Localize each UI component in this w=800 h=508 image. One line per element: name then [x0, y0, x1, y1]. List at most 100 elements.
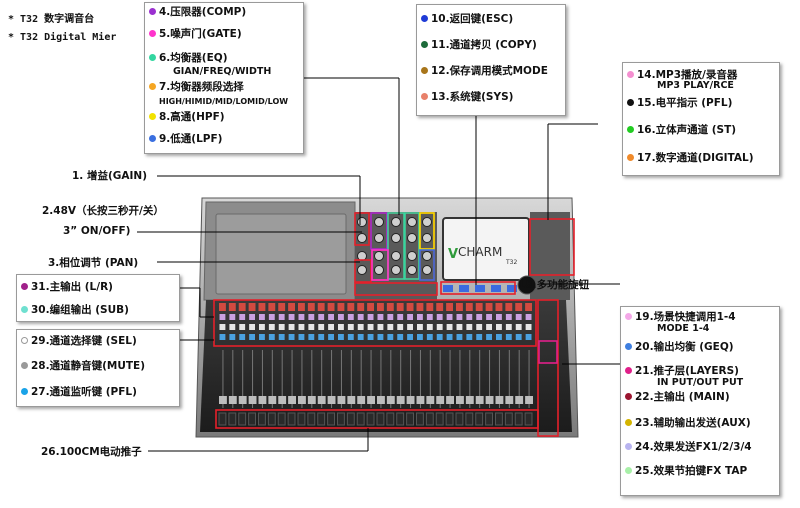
motor-fader — [337, 412, 345, 426]
main-lr-dot — [21, 283, 28, 290]
scene-dot — [625, 313, 632, 320]
control-knob — [407, 233, 417, 243]
channel-key — [377, 324, 384, 330]
callout-gain: 1. 增益(GAIN) — [72, 170, 147, 182]
callout-layers: 21.推子层(LAYERS) — [625, 365, 739, 377]
channel-key — [466, 314, 473, 320]
motor-fader — [406, 412, 414, 426]
main-dot — [625, 393, 632, 400]
channel-key — [298, 324, 305, 330]
channel-key — [278, 324, 285, 330]
motor-fader — [267, 412, 276, 426]
control-knob — [357, 233, 367, 243]
motor-fader — [376, 412, 385, 426]
control-knob — [391, 217, 401, 227]
sel-dot — [21, 337, 28, 344]
gate-dot — [149, 30, 156, 37]
channel-key — [387, 324, 394, 330]
channel-key — [219, 314, 226, 320]
motor-fader — [228, 412, 237, 426]
channel-key — [318, 334, 325, 340]
callout-eq-band-list: HIGH/HIMID/MID/LOMID/LOW — [159, 97, 289, 106]
callout-box-right-bottom: 19.场景快捷调用1-4 MODE 1-4 20.输出均衡 (GEQ) 21.推… — [620, 306, 780, 496]
multi-function-knob — [517, 275, 537, 295]
callout-mp3-en: MP3 PLAY/RCE — [657, 80, 734, 91]
channel-key — [426, 314, 433, 320]
console-left-blank-panel — [215, 213, 347, 295]
fader-cap — [505, 396, 514, 404]
motor-fader — [495, 412, 503, 426]
callout-gate: 5.噪声门(GATE) — [149, 28, 242, 40]
channel-key — [446, 314, 453, 320]
motor-fader — [455, 412, 464, 426]
channel-key — [456, 334, 463, 340]
channel-key — [347, 324, 354, 330]
lpf-dot — [149, 135, 156, 142]
channel-key — [308, 324, 315, 330]
motor-fader — [356, 412, 365, 426]
channel-key — [377, 334, 384, 340]
channel-key — [239, 324, 246, 330]
callout-stereo: 16.立体声通道 (ST) — [627, 124, 736, 136]
control-knob — [374, 233, 384, 243]
channel-key — [308, 314, 315, 320]
channel-meter — [436, 303, 444, 311]
sub-dot — [21, 306, 28, 313]
channel-meter — [495, 303, 503, 311]
control-knob — [407, 251, 417, 261]
control-knob — [357, 251, 367, 261]
channel-key — [426, 324, 433, 330]
channel-key — [288, 334, 295, 340]
channel-key — [486, 324, 492, 330]
callout-box-system-keys: 10.返回键(ESC) 11.通道拷贝 (COPY) 12.保存调用模式MODE… — [416, 4, 566, 116]
channel-key — [476, 324, 483, 330]
channel-key — [466, 334, 473, 340]
channel-meter — [307, 303, 315, 311]
motor-fader — [238, 412, 247, 426]
channel-key — [505, 314, 512, 320]
fader-cap — [515, 396, 524, 404]
channel-key — [357, 324, 364, 330]
function-key — [475, 285, 485, 292]
channel-key — [229, 334, 236, 340]
channel-key — [219, 324, 226, 330]
channel-key — [308, 334, 315, 340]
fader-cap — [485, 396, 494, 404]
pfl-meter-dot — [627, 99, 634, 106]
fader-cap — [327, 396, 336, 404]
motor-fader — [435, 412, 444, 426]
fader-cap — [426, 396, 435, 404]
channel-key — [229, 324, 236, 330]
channel-meter — [515, 303, 523, 311]
control-knob — [422, 251, 432, 261]
motor-fader — [317, 412, 326, 426]
callout-scene-en: MODE 1-4 — [657, 323, 710, 334]
channel-key — [515, 334, 522, 340]
channel-key — [407, 334, 413, 340]
channel-key — [278, 334, 285, 340]
channel-key — [239, 334, 246, 340]
fader-cap — [396, 396, 405, 404]
callout-box-dynamics-eq: 4.压限器(COMP) 5.噪声门(GATE) 6.均衡器(EQ) GIAN/F… — [144, 2, 304, 154]
fader-cap — [347, 396, 356, 404]
motor-fader — [524, 412, 533, 426]
channel-key — [249, 334, 255, 340]
channel-meter — [248, 303, 256, 311]
motor-fader — [297, 412, 306, 426]
channel-key — [357, 334, 364, 340]
motor-fader — [248, 412, 256, 426]
callout-mp3: 14.MP3播放/录音器 — [627, 69, 737, 81]
control-knob — [374, 265, 384, 275]
channel-key — [328, 334, 334, 340]
comp-dot — [149, 8, 156, 15]
fader-cap — [436, 396, 445, 404]
fader-cap — [307, 396, 316, 404]
callout-48v-cont: 3” ON/OFF) — [63, 225, 131, 237]
control-knob — [422, 265, 432, 275]
fx-tap-dot — [625, 467, 632, 474]
function-key — [459, 285, 469, 292]
motor-fader — [346, 412, 355, 426]
channel-meter — [426, 303, 434, 311]
channel-key — [387, 334, 394, 340]
